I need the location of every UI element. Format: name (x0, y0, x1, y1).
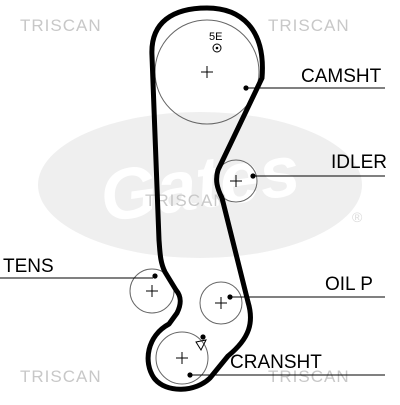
svg-text:®: ® (352, 209, 363, 225)
timing-mark-icon (212, 43, 222, 53)
crank-timing-mark-icon (195, 339, 207, 352)
crank-top-contact-dot (200, 334, 206, 340)
tensioner-contact-dot (152, 273, 158, 279)
crankshaft-pulley (155, 331, 209, 385)
camshaft-marking: 5E (209, 31, 222, 43)
idler-label: IDLER (331, 152, 387, 173)
tensioner-label: TENS (3, 256, 54, 277)
watermark-bottom-right: TRISCAN (268, 367, 350, 386)
watermark-center: TRISCAN (145, 191, 227, 210)
camshaft-label: CAMSHT (301, 66, 382, 87)
timing-belt (145, 5, 265, 392)
gates-logo: Gates ® (38, 112, 363, 258)
oil-pump-label: OIL P (325, 274, 373, 295)
watermark-bottom-left: TRISCAN (20, 367, 102, 386)
watermark-top-right: TRISCAN (268, 16, 350, 35)
crankshaft-label: CRANSHT (230, 352, 322, 373)
watermark-top-left: TRISCAN (20, 16, 102, 35)
oil-pump-pulley (199, 281, 243, 325)
camshaft-pulley: 5E (154, 19, 260, 125)
